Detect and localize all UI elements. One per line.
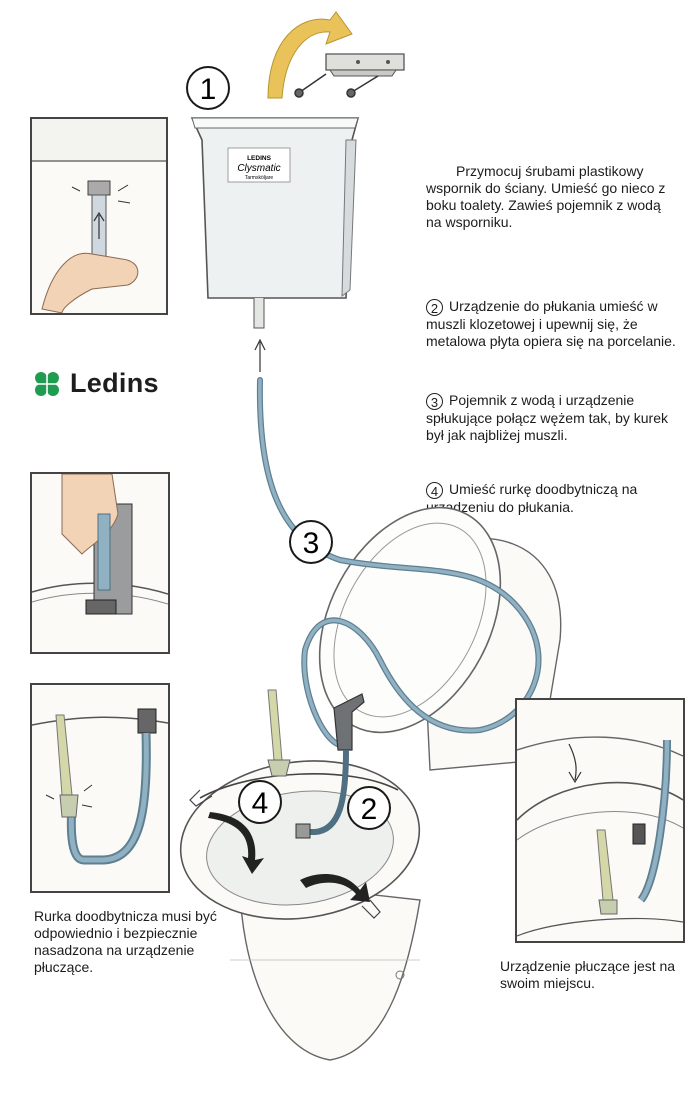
mount-arrow (267, 11, 353, 99)
instruction-step2-text: Urządzenie do płukania umieść w muszli k… (426, 298, 676, 349)
water-container: LEDINS Clysmatic Tarmsköljare (190, 117, 360, 329)
container-label-brand: LEDINS (247, 155, 272, 162)
caption-left-bottom: Rurka doodbytnicza musi być odpowiednio … (34, 908, 217, 975)
instruction-step3-text: Pojemnik z wodą i urządzenie spłukujące … (426, 392, 668, 443)
instruction-step4-text: Umieść rurkę doodbytniczą na urządzeniu … (426, 481, 638, 515)
wall-bracket (325, 53, 405, 77)
detail-panel-bracket (30, 117, 168, 315)
rotate-arrow-1 (208, 812, 264, 874)
flushing-device (295, 693, 365, 839)
container-label-sub: Tarmsköljare (245, 175, 274, 181)
caption-right-bottom: Urządzenie płuczące jest na swoim miejsc… (500, 958, 676, 991)
svg-text:4: 4 (252, 787, 269, 820)
ledins-logo: Ledins (32, 368, 159, 399)
step-badge-3: 3 (289, 520, 333, 564)
instruction-step1: Przymocuj śrubami plastikowy wspornik do… (426, 163, 666, 230)
hand-screw-illustration (32, 119, 166, 313)
step-badge-1: 1 (186, 66, 230, 110)
logo-brand-text: Ledins (70, 368, 159, 398)
svg-text:2: 2 (361, 793, 378, 826)
tube-attach-illustration (32, 708, 168, 865)
detail-panel-installed (515, 698, 685, 943)
svg-text:1: 1 (200, 73, 217, 106)
installed-device-illustration (517, 736, 683, 937)
rim-hand-illustration (32, 474, 168, 615)
detail-panel-rim (30, 472, 170, 654)
svg-text:3: 3 (303, 527, 320, 560)
detail-panel-tube (30, 683, 170, 893)
screws (294, 73, 379, 98)
step-badge-2: 2 (347, 786, 391, 830)
container-label-product: Clysmatic (237, 163, 280, 174)
clover-icon (35, 371, 59, 396)
rectal-tube (267, 689, 291, 777)
connect-arrow (254, 338, 266, 372)
step-badge-4: 4 (238, 780, 282, 824)
rotate-arrow-2 (300, 874, 370, 902)
